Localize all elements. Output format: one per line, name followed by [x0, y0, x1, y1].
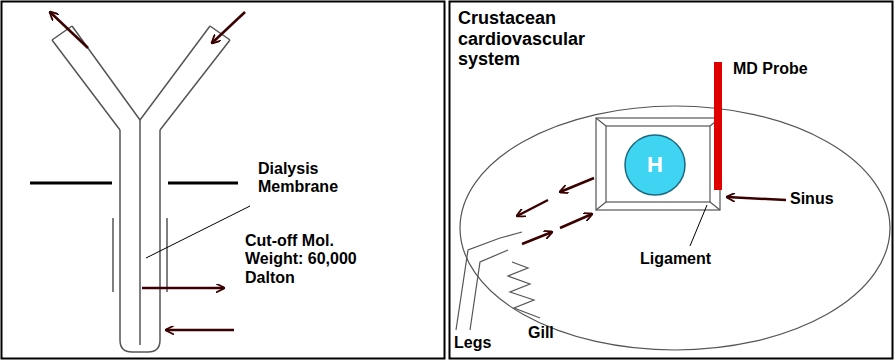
- part-label: Gill: [528, 324, 588, 342]
- gill-symbol: [508, 262, 540, 318]
- md-probe: [714, 62, 722, 190]
- leader-line: [146, 206, 250, 258]
- part-label: Legs: [454, 334, 514, 352]
- body-outline: [460, 106, 890, 350]
- heart-circle: H: [624, 134, 686, 196]
- left-panel: [2, 2, 445, 359]
- part-label: MD Probe: [733, 60, 853, 78]
- dialysis-probe: [52, 26, 230, 352]
- guide-bar: [30, 182, 238, 185]
- flow-arrows: [50, 12, 245, 330]
- part-label: Ligament: [640, 250, 740, 268]
- node-text: H: [624, 152, 686, 178]
- leg-outline: [456, 232, 522, 330]
- part-label: Sinus: [790, 190, 870, 208]
- leader-line: [690, 205, 707, 246]
- heart-chamber: [596, 118, 720, 210]
- title-label: Crustacean cardiovascular system: [458, 8, 598, 70]
- right-panel: [450, 2, 893, 359]
- part-label: Dialysis Membrane: [258, 160, 358, 197]
- spec-label: Cut-off Mol. Weight: 60,000 Dalton: [245, 232, 357, 287]
- heart-circle-shape: [625, 135, 685, 195]
